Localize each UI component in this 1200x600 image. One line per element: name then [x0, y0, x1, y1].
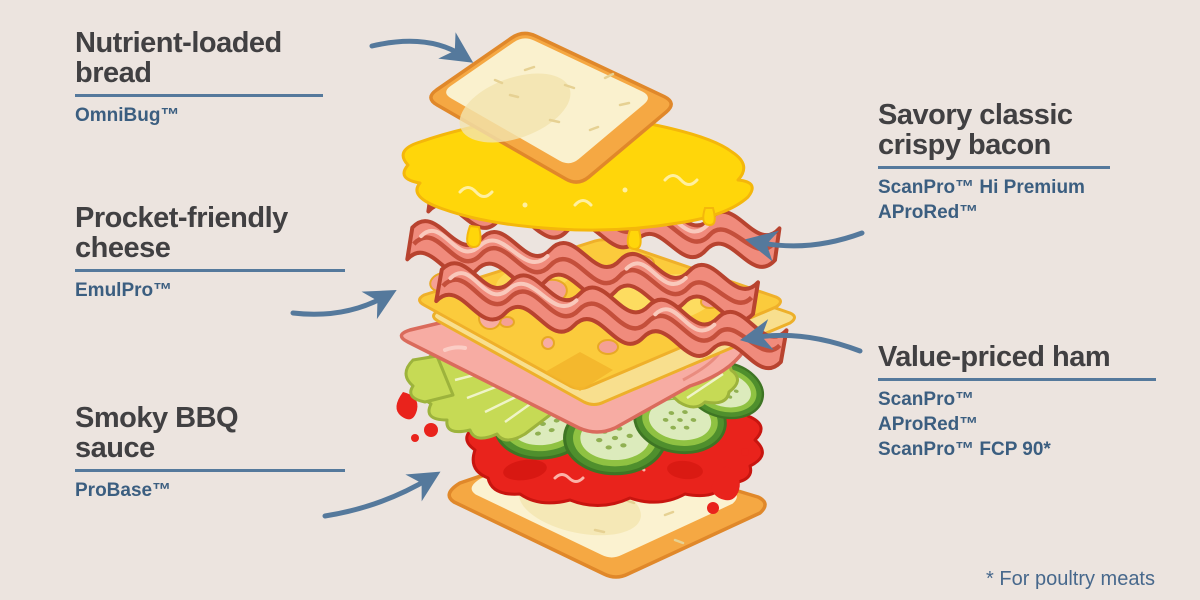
label-bread-title: Nutrient-loaded bread: [75, 27, 282, 89]
label-sauce: Smoky BBQ sauce ProBase™: [75, 402, 345, 503]
label-sauce-title: Smoky BBQ sauce: [75, 402, 239, 464]
label-cheese-title: Procket-friendly cheese: [75, 202, 288, 264]
label-ham-product: ScanPro™: [878, 389, 975, 410]
label-bacon-product: AProRed™: [878, 202, 979, 223]
label-ham-rule: [878, 378, 1156, 381]
label-ham-product: ScanPro™ FCP 90*: [878, 439, 1051, 460]
label-sauce-rule: [75, 469, 345, 472]
label-bacon: Savory classic crispy bacon ScanPro™ Hi …: [878, 100, 1143, 225]
footnote: * For poultry meats: [986, 568, 1155, 590]
label-ham: Value-priced ham ScanPro™ AProRed™ ScanP…: [878, 342, 1198, 462]
top-bread-slice: [429, 31, 673, 184]
label-bread-product: OmniBug™: [75, 105, 180, 126]
label-bread-rule: [75, 94, 323, 97]
label-bacon-title: Savory classic crispy bacon: [878, 99, 1073, 161]
label-cheese-product: EmulPro™: [75, 280, 173, 301]
label-ham-title: Value-priced ham: [878, 341, 1111, 373]
label-cheese: Procket-friendly cheese EmulPro™: [75, 203, 347, 303]
label-bacon-product: ScanPro™ Hi Premium: [878, 177, 1085, 198]
label-ham-product: AProRed™: [878, 414, 979, 435]
label-bread: Nutrient-loaded bread OmniBug™: [75, 28, 345, 128]
label-bacon-rule: [878, 166, 1110, 169]
label-sauce-product: ProBase™: [75, 480, 172, 501]
sandwich-illustration: [396, 31, 796, 579]
label-cheese-rule: [75, 269, 345, 272]
